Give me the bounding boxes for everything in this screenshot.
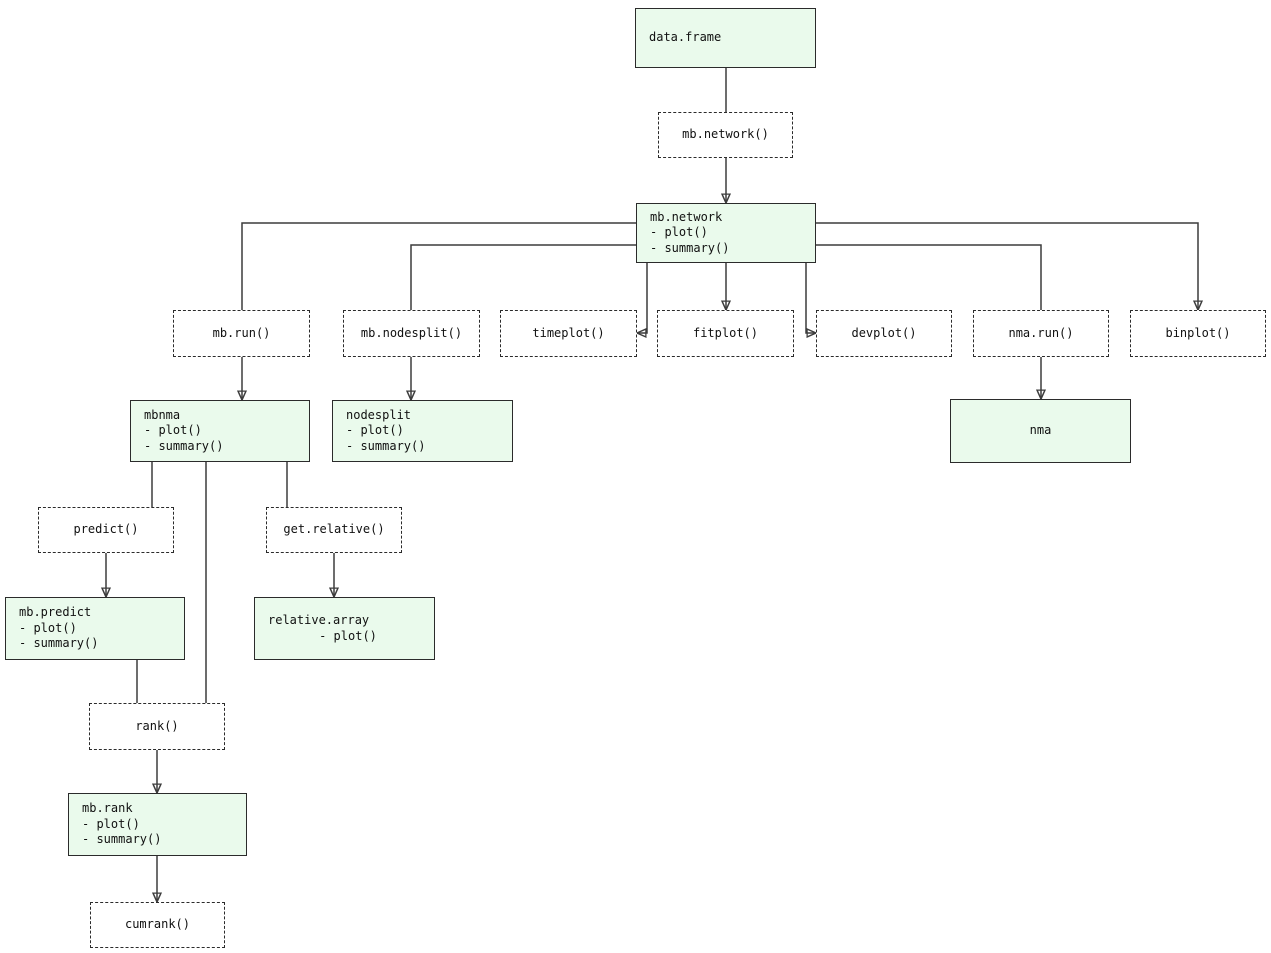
node-method: - summary()	[144, 438, 224, 453]
node-label: binplot()	[1165, 325, 1231, 340]
node-method: - plot()	[19, 620, 77, 635]
node-cumrank-function: cumrank()	[90, 902, 225, 948]
node-label: mbnma	[144, 407, 181, 422]
node-method: - summary()	[346, 438, 426, 453]
node-fitplot-function: fitplot()	[657, 310, 794, 357]
node-predict-function: predict()	[38, 507, 174, 553]
node-mb-predict-object: mb.predict - plot() - summary()	[5, 597, 185, 660]
node-label: nma	[1029, 423, 1052, 438]
edge-mb-network-obj-to-binplot-fn	[816, 222, 1198, 310]
node-label: mb.run()	[212, 325, 271, 340]
node-method: - plot()	[319, 628, 377, 643]
node-devplot-function: devplot()	[816, 310, 952, 357]
edge-mb-network-obj-to-nma-run-fn	[816, 244, 1042, 310]
node-label: fitplot()	[692, 325, 759, 340]
node-label: predict()	[73, 522, 139, 537]
edge-mb-network-obj-to-mb-run-fn	[241, 222, 636, 310]
edge-mb-network-obj-to-mb-nodesplit-fn	[410, 244, 636, 310]
node-label: mb.nodesplit()	[360, 325, 463, 340]
node-label: mb.rank	[82, 801, 133, 816]
node-label: mb.network()	[682, 127, 769, 142]
node-method: - plot()	[144, 423, 202, 438]
node-binplot-function: binplot()	[1130, 310, 1266, 357]
node-label: relative.array	[268, 613, 370, 627]
node-label: cumrank()	[124, 917, 191, 932]
node-label: mb.network	[650, 209, 723, 224]
node-label: nma.run()	[1008, 325, 1074, 340]
node-mb-run-function: mb.run()	[173, 310, 310, 357]
node-relative-array-object: relative.array - plot()	[254, 597, 435, 660]
node-method: - plot()	[82, 816, 140, 831]
node-nodesplit-object: nodesplit - plot() - summary()	[332, 400, 513, 462]
node-label: mb.predict	[19, 605, 92, 620]
node-label: data.frame	[649, 30, 722, 45]
node-label: rank()	[135, 718, 179, 733]
node-rank-function: rank()	[89, 703, 225, 750]
node-nma-object: nma	[950, 399, 1131, 463]
node-label: nodesplit	[346, 407, 412, 422]
node-get-relative-function: get.relative()	[266, 507, 402, 553]
edge-mb-network-obj-to-timeplot-fn	[637, 263, 648, 333]
node-mb-nodesplit-function: mb.nodesplit()	[343, 310, 480, 357]
node-nma-run-function: nma.run()	[973, 310, 1109, 357]
node-mb-rank-object: mb.rank - plot() - summary()	[68, 793, 247, 856]
node-label: get.relative()	[283, 522, 385, 537]
node-data-frame: data.frame	[635, 8, 816, 68]
node-method: - summary()	[82, 832, 162, 847]
node-method: - summary()	[650, 240, 730, 255]
node-label: devplot()	[851, 325, 917, 340]
node-mb-network-object: mb.network - plot() - summary()	[636, 203, 816, 263]
node-timeplot-function: timeplot()	[500, 310, 637, 357]
node-mb-network-function: mb.network()	[658, 112, 793, 158]
node-method: - summary()	[19, 636, 99, 651]
node-label: timeplot()	[532, 325, 605, 340]
edge-mb-network-obj-to-devplot-fn	[805, 263, 816, 333]
node-method: - plot()	[650, 225, 708, 240]
node-method: - plot()	[346, 423, 404, 438]
node-mbnma-object: mbnma - plot() - summary()	[130, 400, 310, 462]
